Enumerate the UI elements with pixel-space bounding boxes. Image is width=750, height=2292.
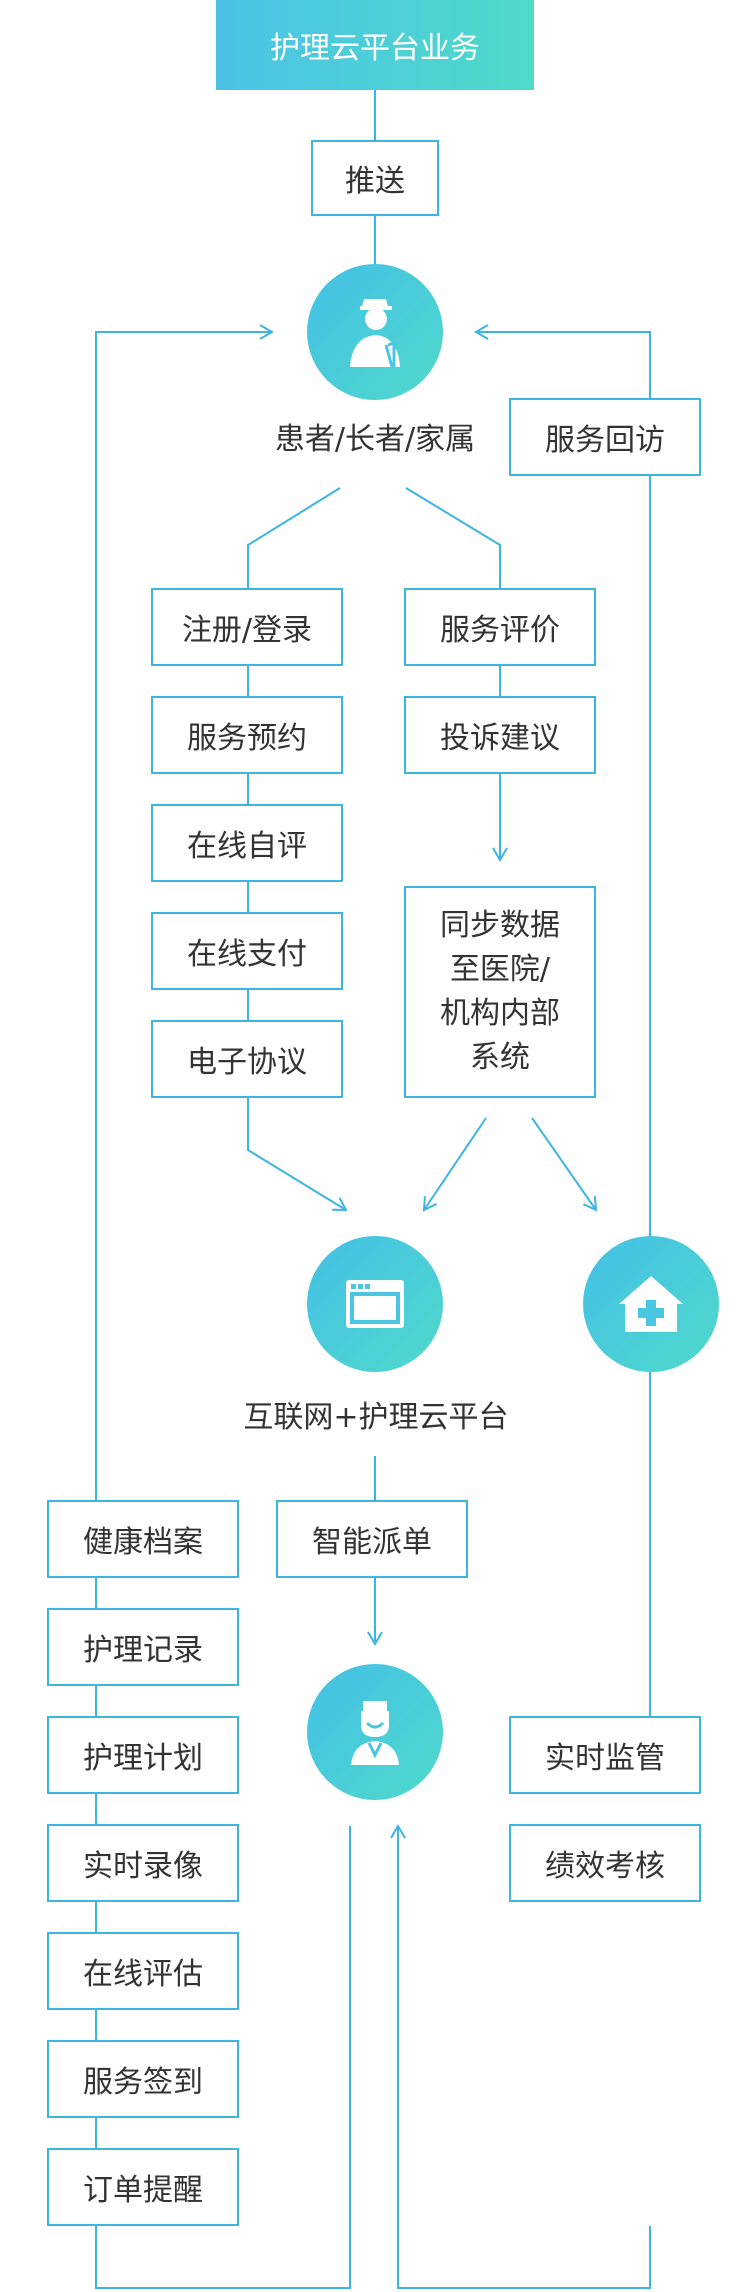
left-flow-step: 注册/登录 — [151, 588, 343, 666]
browser-window-icon — [346, 1280, 404, 1328]
nurse-task: 实时录像 — [47, 1824, 239, 1902]
hospital-icon — [619, 1276, 683, 1332]
left-flow-step: 在线自评 — [151, 804, 343, 882]
elderly-icon — [350, 299, 400, 368]
left-flow-step: 电子协议 — [151, 1020, 343, 1098]
hospital-circle — [583, 1236, 719, 1372]
sync-line: 系统 — [470, 1040, 530, 1075]
nurse-icon — [351, 1701, 399, 1765]
push-box: 推送 — [311, 140, 439, 216]
right-flow-step: 服务评价 — [404, 588, 596, 666]
service-followup-box: 服务回访 — [509, 398, 701, 476]
right-flow-step: 投诉建议 — [404, 696, 596, 774]
left-flow-step: 服务预约 — [151, 696, 343, 774]
platform-circle — [307, 1236, 443, 1372]
patient-label: 患者/长者/家属 — [274, 422, 476, 457]
sync-line: 机构内部 — [440, 996, 560, 1031]
left-flow-step: 在线支付 — [151, 912, 343, 990]
sync-line: 同步数据 — [440, 908, 560, 943]
nurse-circle — [307, 1664, 443, 1800]
nurse-task: 服务签到 — [47, 2040, 239, 2118]
nurse-task: 护理计划 — [47, 1716, 239, 1794]
hospital-task: 实时监管 — [509, 1716, 701, 1794]
nurse-task: 护理记录 — [47, 1608, 239, 1686]
smart-dispatch-box: 智能派单 — [276, 1500, 468, 1578]
platform-label: 互联网+护理云平台 — [243, 1400, 509, 1435]
nurse-task: 在线评估 — [47, 1932, 239, 2010]
nurse-task: 健康档案 — [47, 1500, 239, 1578]
diagram-title: 护理云平台业务 — [216, 0, 534, 90]
hospital-task: 绩效考核 — [509, 1824, 701, 1902]
patient-circle — [307, 264, 443, 400]
nurse-task: 订单提醒 — [47, 2148, 239, 2226]
sync-data-box: 同步数据 至医院/ 机构内部 系统 — [404, 886, 596, 1098]
sync-line: 至医院/ — [449, 952, 551, 987]
